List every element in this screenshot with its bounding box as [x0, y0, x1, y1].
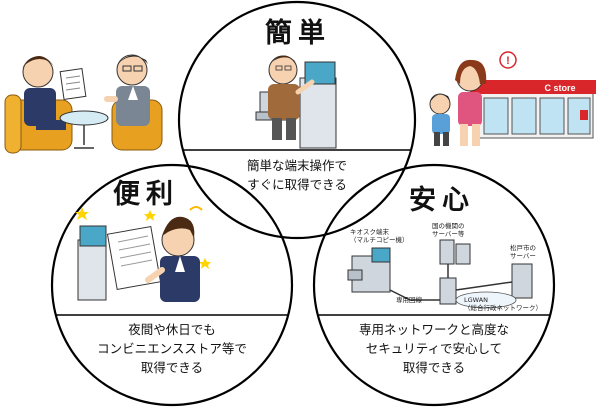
kiosk-label-line-1: キオスク端末	[350, 228, 389, 236]
national-server-label: 国の機関の サーバー等	[432, 222, 465, 238]
kantan-caption: 簡単な端末操作で すぐに取得できる	[217, 156, 377, 194]
kantan-circle	[177, 0, 417, 240]
anshin-caption-line-1: 専用ネットワークと高度な	[358, 322, 509, 337]
anshin-circle	[312, 163, 556, 407]
anshin-caption: 専用ネットワークと高度な セキュリティで安心して 取得できる	[342, 320, 526, 377]
consultation-illustration	[4, 54, 163, 154]
kantan-heading: 簡単	[265, 18, 331, 49]
benri-heading: 便利	[113, 179, 179, 210]
anshin-caption-line-2: セキュリティで安心して	[365, 341, 503, 356]
benri-circle	[50, 163, 294, 407]
lgwan-label-line-1: LGWAN	[464, 296, 489, 304]
city-server-label-line-2: サーバー	[510, 252, 536, 260]
national-server-label-line-2: サーバー等	[432, 230, 465, 238]
kantan-caption-line-2: すぐに取得できる	[247, 177, 347, 192]
lgwan-label-line-2: （総合行政ネットワーク）	[464, 304, 542, 312]
kiosk-label: キオスク端末 （マルチコピー機）	[350, 228, 409, 244]
city-server-label: 松戸市の サーバー	[510, 244, 536, 260]
anshin-caption-line-3: 取得できる	[402, 360, 466, 375]
benri-caption-line-2: コンビニエンスストア等で	[97, 341, 247, 356]
benri-illustration	[75, 206, 211, 302]
lgwan-label: LGWAN （総合行政ネットワーク）	[464, 296, 542, 312]
kantan-caption-line-1: 簡単な端末操作で	[246, 158, 347, 173]
store-sign: C store	[544, 83, 575, 93]
kiosk-label-line-2: （マルチコピー機）	[350, 236, 409, 244]
anshin-heading: 安心	[409, 185, 475, 216]
national-server-label-line-1: 国の機関の	[432, 222, 465, 230]
benri-caption-line-3: 取得できる	[140, 360, 204, 375]
benri-caption-line-1: 夜間や休日でも	[128, 322, 216, 337]
kiosk-user-illustration	[255, 55, 337, 149]
city-server-label-line-1: 松戸市の	[510, 244, 536, 252]
store-illustration: C store !	[429, 51, 596, 146]
network-illustration	[347, 239, 533, 309]
dedicated-line-label: 専用回線	[396, 296, 422, 304]
svg-text:!: !	[506, 55, 510, 67]
benri-caption: 夜間や休日でも コンビニエンスストア等で 取得できる	[82, 320, 262, 377]
